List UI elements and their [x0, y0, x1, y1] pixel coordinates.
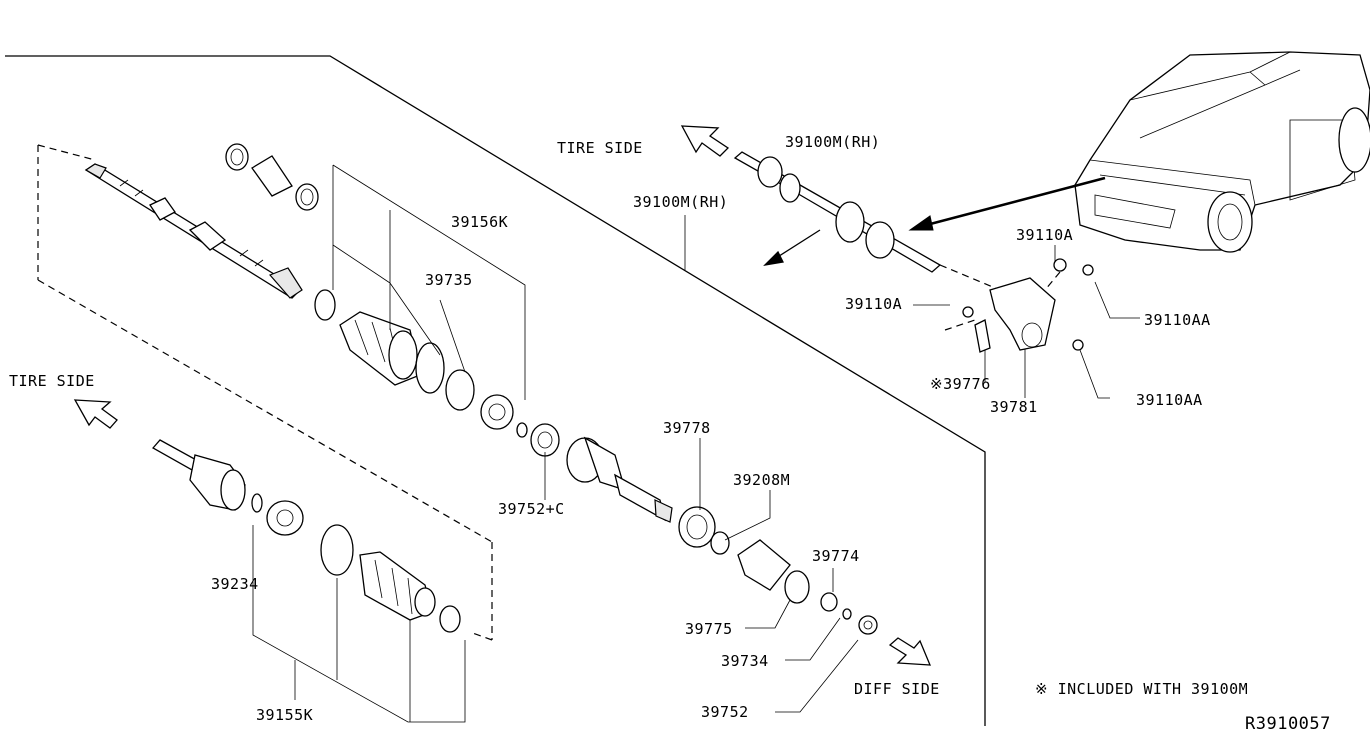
label-39752: 39752 — [701, 703, 749, 721]
label-diff-side: DIFF SIDE — [854, 680, 940, 698]
dashed-group-outline — [37, 144, 493, 641]
label-39781: 39781 — [990, 398, 1038, 416]
label-39776: ※39776 — [930, 375, 991, 393]
inner-joint-housing — [566, 436, 673, 523]
vehicle-outline — [908, 51, 1370, 253]
label-39110a-a: 39110A — [1016, 226, 1073, 244]
label-39208m: 39208M — [733, 471, 790, 489]
label-39774: 39774 — [812, 547, 860, 565]
note-included: ※ INCLUDED WITH 39100M — [1035, 680, 1248, 698]
label-39110a-b: 39110A — [845, 295, 902, 313]
label-39100m-b: 39100M(RH) — [633, 193, 728, 211]
seal-39752c — [530, 423, 560, 457]
label-39110aa-b: 39110AA — [1136, 391, 1203, 409]
label-39234: 39234 — [211, 575, 259, 593]
label-39775: 39775 — [685, 620, 733, 638]
bracket-assembly — [944, 258, 1094, 353]
label-39778: 39778 — [663, 419, 711, 437]
rh-shaft-overview — [733, 151, 1001, 291]
reference-code: R3910057 — [1245, 714, 1331, 734]
label-39752c: 39752+C — [498, 500, 565, 518]
lower-boot — [320, 524, 461, 633]
label-39110aa-a: 39110AA — [1144, 311, 1211, 329]
frame-lines — [5, 55, 986, 726]
label-39100m-a: 39100M(RH) — [785, 133, 880, 151]
outer-cv-joint — [151, 439, 304, 536]
label-tire-side-left: TIRE SIDE — [9, 372, 95, 390]
label-39735: 39735 — [425, 271, 473, 289]
direction-arrows — [73, 125, 932, 666]
axle-shaft — [84, 163, 303, 299]
label-39734: 39734 — [721, 652, 769, 670]
label-tire-side-top: TIRE SIDE — [557, 139, 643, 157]
leader-lines — [252, 164, 1140, 723]
upper-boot — [314, 289, 528, 438]
part-labels: TIRE SIDE TIRE SIDE DIFF SIDE 39100M(RH)… — [9, 133, 1331, 734]
label-39155k: 39155K — [256, 706, 313, 724]
label-39156k: 39156K — [451, 213, 508, 231]
bushings — [225, 143, 319, 211]
bearing-parts — [678, 506, 878, 635]
